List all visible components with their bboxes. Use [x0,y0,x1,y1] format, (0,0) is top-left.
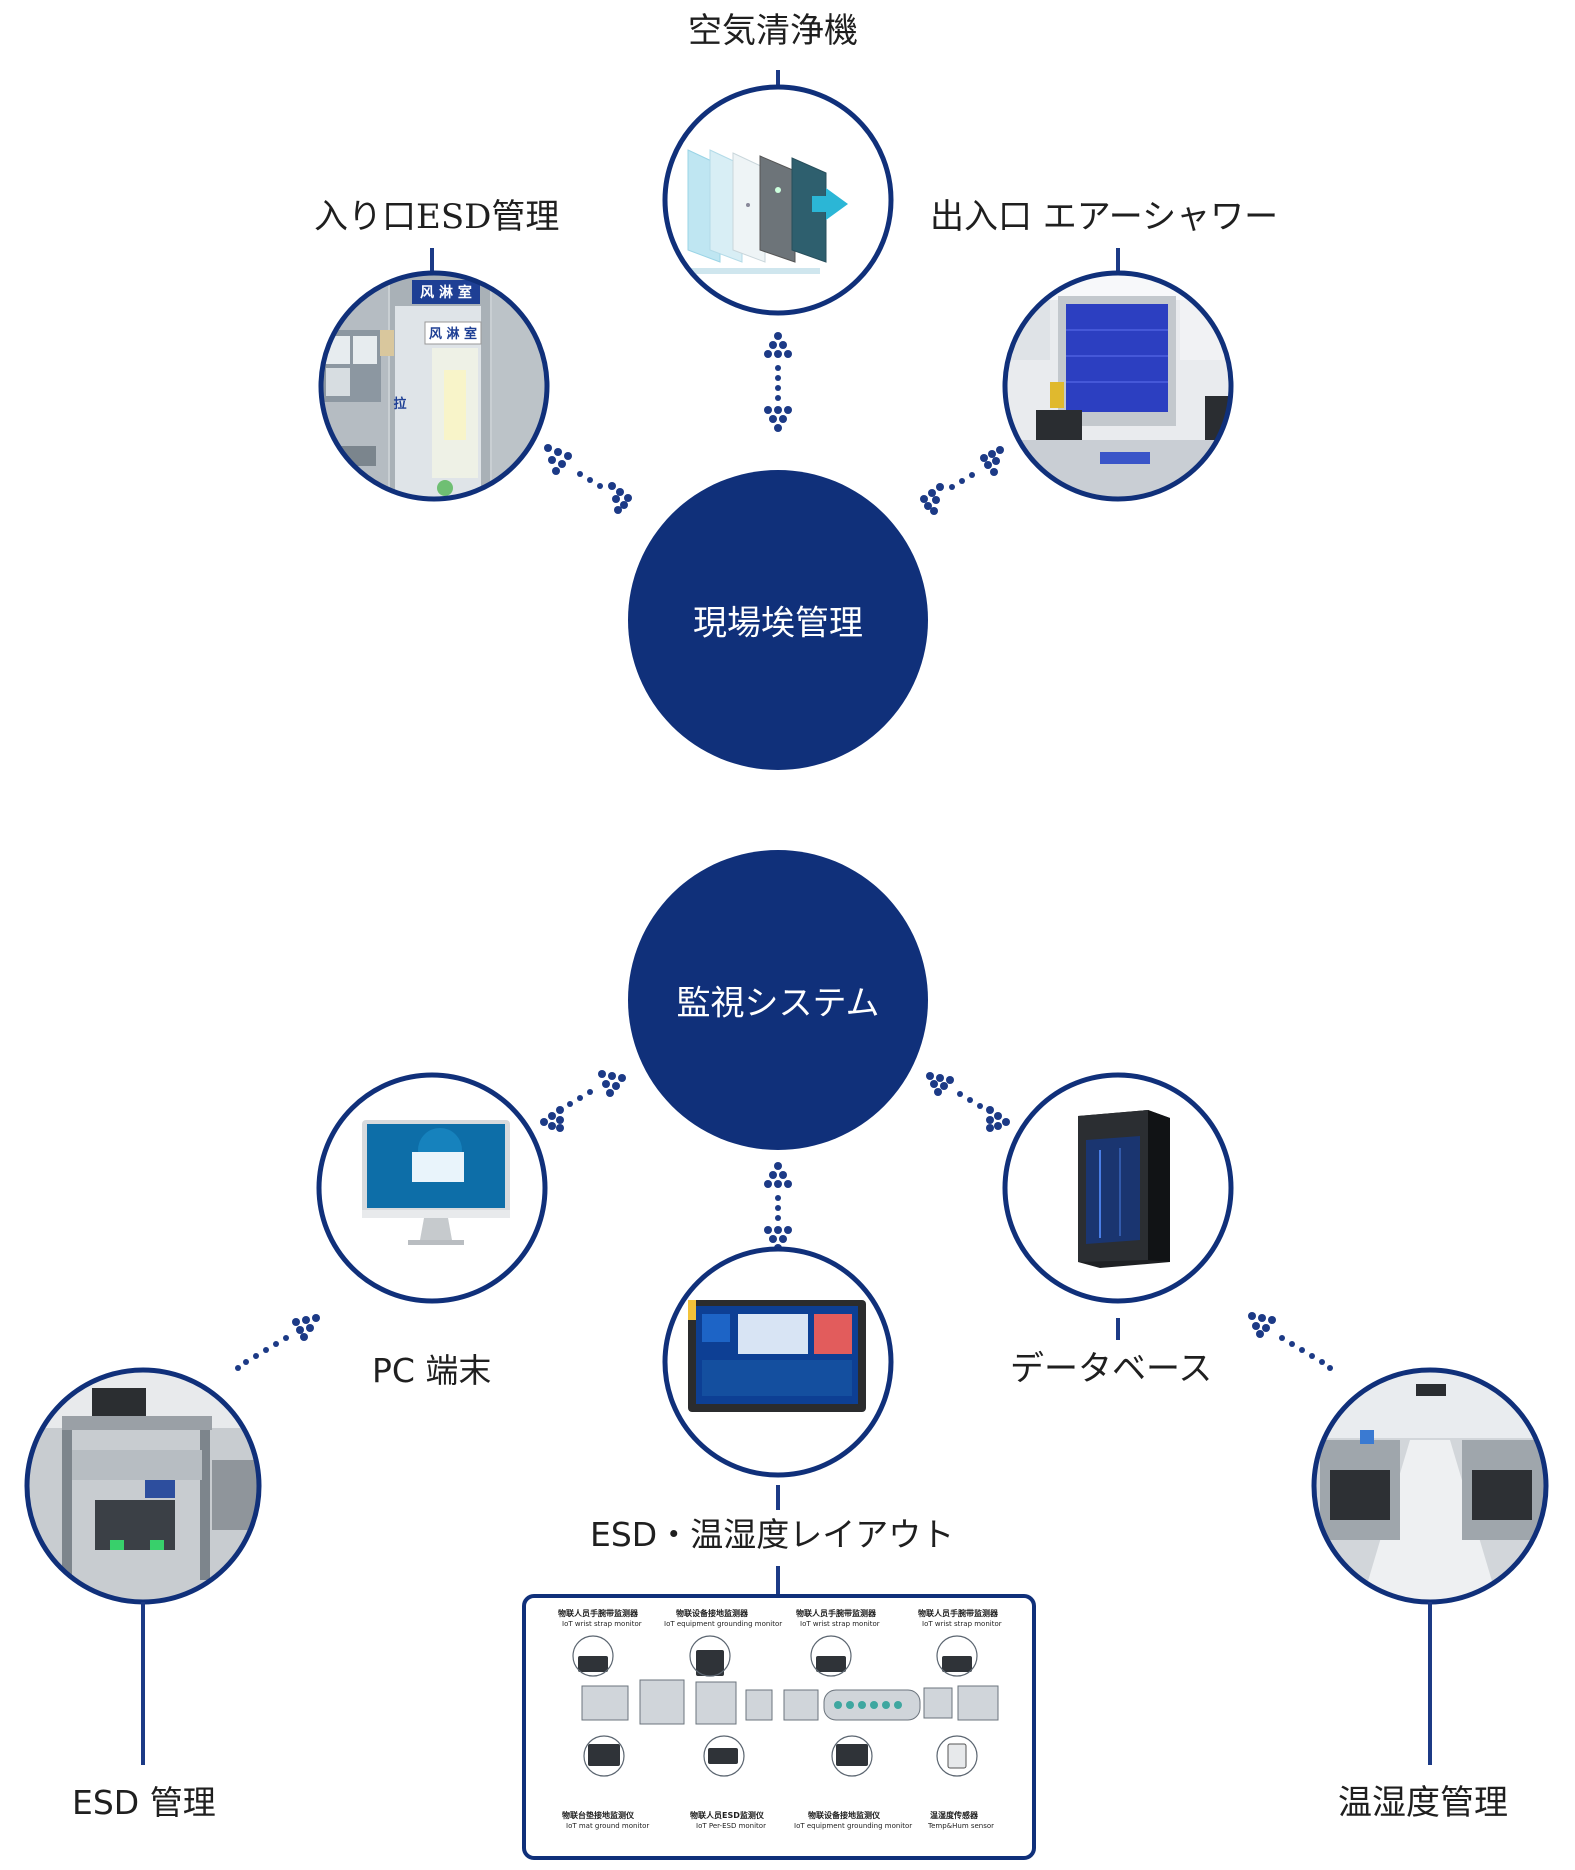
panel-bottom-label-0-en: IoT mat ground monitor [566,1822,650,1830]
label-temp-humidity: 温湿度管理 [1338,1783,1508,1823]
panel-top-label-1: 物联设备接地监测器 [676,1609,748,1618]
panel-bottom-label-1: 物联人员ESD监测仪 [690,1811,764,1820]
panel-top-label-0: 物联人员手腕带监测器 [558,1609,638,1618]
panel-bottom-label-3: 温湿度传感器 [930,1811,978,1820]
label-database: データベース [1010,1349,1213,1389]
label-air-shower: 出入口 エアーシャワー [930,197,1279,237]
panel-top-label-1-en: IoT equipment grounding monitor [664,1620,783,1628]
hub-bottom-label: 監視システム [676,983,880,1024]
temp-humidity-node [1311,1367,1549,1605]
esd-management-node [24,1367,262,1605]
air-shower-node [1002,270,1234,502]
connector-air-shower [920,446,1004,515]
panel-bottom-label-3-en: Temp&Hum sensor [928,1822,995,1830]
label-esd-layout: ESD・温湿度レイアウト [590,1515,955,1554]
panel-top-label-2-en: IoT wrist strap monitor [800,1620,880,1628]
hub-top-label: 現場埃管理 [693,603,863,644]
layout-tablet-node [662,1246,894,1478]
connector-temp-humidity [1248,1312,1333,1371]
air-purifier-node [662,84,894,316]
panel-top-label-0-en: IoT wrist strap monitor [562,1620,642,1628]
connector-air-purifier [764,332,792,432]
database-node [1002,1072,1234,1304]
photo-sign-inner: 风 淋 室 [429,326,477,342]
entrance-esd-node: 风 淋 室 风 淋 室 拉 [318,270,550,502]
label-entrance-esd: 入り口ESD管理 [314,197,560,237]
panel-top-label-2: 物联人员手腕带监测器 [796,1609,876,1618]
hub-monitoring-system [628,850,928,1150]
photo-sign-top: 风 淋 室 [420,284,472,301]
label-esd-management: ESD 管理 [72,1783,216,1822]
connector-esd-management [235,1314,320,1371]
label-air-purifier: 空気清浄機 [688,11,858,51]
hub-site-dust-management [628,470,928,770]
pc-terminal-node [316,1072,548,1304]
panel-bottom-label-2-en: IoT equipment grounding monitor [794,1822,913,1830]
panel-bottom-label-0: 物联台垫接地监测仪 [562,1811,634,1820]
photo-handle-sign: 拉 [393,396,406,412]
panel-top-label-3-en: IoT wrist strap monitor [922,1620,1002,1628]
panel-bottom-label-1-en: IoT Per-ESD monitor [696,1822,766,1830]
esd-layout-panel [522,1594,1036,1860]
connector-pc-terminal [540,1070,626,1132]
label-pc-terminal: PC 端末 [372,1351,492,1390]
connector-entrance-esd [544,444,632,514]
connector-layout-tablet [764,1162,792,1252]
panel-bottom-label-2: 物联设备接地监测仪 [808,1811,880,1820]
panel-top-label-3: 物联人员手腕带监测器 [918,1609,998,1618]
connector-database [926,1072,1010,1132]
